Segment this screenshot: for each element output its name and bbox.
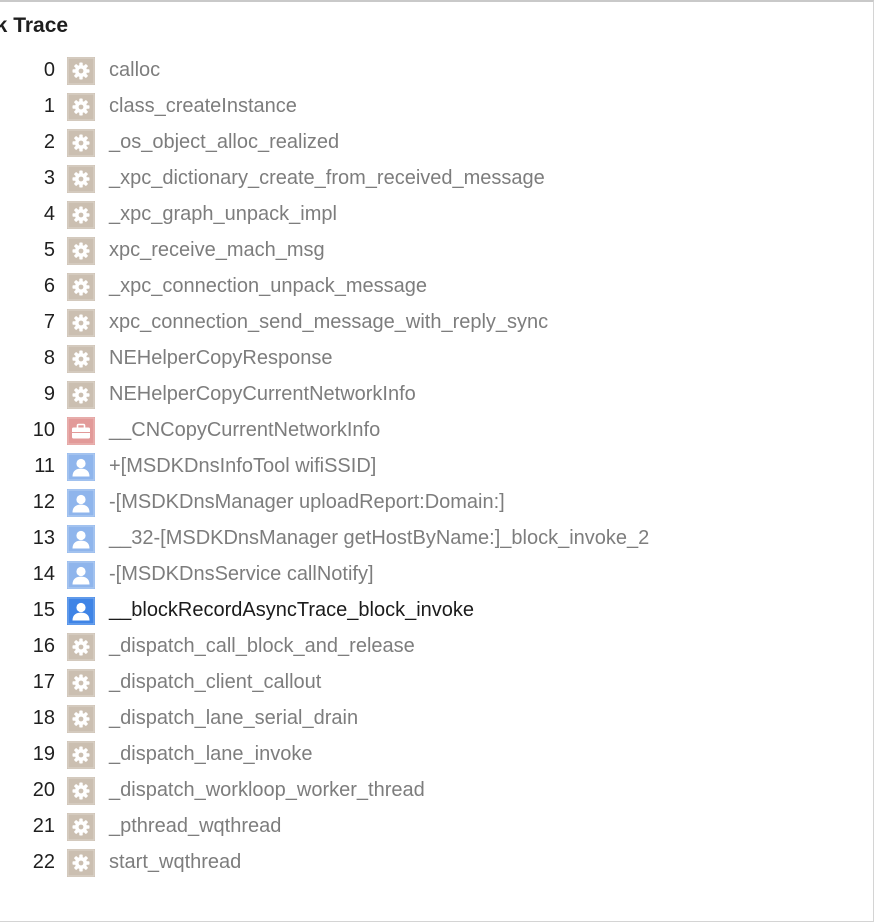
- frame-index: 17: [32, 671, 55, 693]
- frame-symbol: __blockRecordAsyncTrace_block_invoke: [109, 599, 474, 621]
- frame-symbol: class_createInstance: [109, 95, 297, 117]
- gear-icon: [67, 273, 95, 301]
- panel-title: ck Trace: [0, 14, 69, 37]
- gear-icon: [67, 633, 95, 661]
- gear-icon: [67, 705, 95, 733]
- frame-symbol: _xpc_graph_unpack_impl: [109, 203, 337, 225]
- frame-symbol: NEHelperCopyCurrentNetworkInfo: [109, 383, 416, 405]
- stack-frame-row[interactable]: 20 _dispatch_workloop_worker_thread: [0, 773, 873, 809]
- stack-frame-row[interactable]: 7 xpc_connection_send_message_with_reply_…: [0, 305, 873, 341]
- briefcase-icon: [67, 417, 95, 445]
- frame-symbol: xpc_connection_send_message_with_reply_s…: [109, 311, 549, 333]
- stack-frame-row[interactable]: 3 _xpc_dictionary_create_from_received_me…: [0, 161, 873, 197]
- frame-index: 8: [43, 347, 55, 369]
- gear-icon: [67, 813, 95, 841]
- gear-icon: [67, 741, 95, 769]
- frame-symbol: _xpc_connection_unpack_message: [109, 275, 427, 297]
- gear-icon: [67, 237, 95, 265]
- frame-index: 21: [32, 815, 55, 837]
- stack-frame-row[interactable]: 18 _dispatch_lane_serial_drain: [0, 701, 873, 737]
- stack-frame-row[interactable]: 13 __32-[MSDKDnsManager getHostByName:]_b…: [0, 521, 873, 557]
- stack-frame-row[interactable]: 21 _pthread_wqthread: [0, 809, 873, 845]
- frame-symbol: _pthread_wqthread: [109, 815, 282, 837]
- frame-index: 1: [43, 95, 55, 117]
- user-icon: [67, 597, 95, 625]
- stack-frame-list: 0 calloc 1 class_createInstance 2 _os_object_…: [0, 53, 873, 881]
- frame-symbol: __CNCopyCurrentNetworkInfo: [109, 419, 381, 441]
- stack-frame-row[interactable]: 6 _xpc_connection_unpack_message: [0, 269, 873, 305]
- gear-icon: [67, 309, 95, 337]
- frame-symbol: xpc_receive_mach_msg: [109, 239, 325, 261]
- user-icon: [67, 489, 95, 517]
- frame-symbol: __32-[MSDKDnsManager getHostByName:]_blo…: [109, 527, 650, 549]
- stack-frame-row[interactable]: 17 _dispatch_client_callout: [0, 665, 873, 701]
- stack-frame-row[interactable]: 16 _dispatch_call_block_and_release: [0, 629, 873, 665]
- gear-icon: [67, 93, 95, 121]
- frame-symbol: _dispatch_lane_invoke: [109, 743, 313, 765]
- frame-index: 15: [32, 599, 55, 621]
- stack-frame-row[interactable]: 19 _dispatch_lane_invoke: [0, 737, 873, 773]
- stack-frame-row[interactable]: 12 -[MSDKDnsManager uploadReport:Domain:]: [0, 485, 873, 521]
- stack-frame-row[interactable]: 2 _os_object_alloc_realized: [0, 125, 873, 161]
- frame-symbol: _dispatch_call_block_and_release: [109, 635, 415, 657]
- frame-index: 10: [32, 419, 55, 441]
- frame-index: 6: [43, 275, 55, 297]
- frame-symbol: NEHelperCopyResponse: [109, 347, 333, 369]
- frame-index: 12: [32, 491, 55, 513]
- frame-symbol: _dispatch_workloop_worker_thread: [109, 779, 425, 801]
- frame-index: 20: [32, 779, 55, 801]
- frame-index: 4: [43, 203, 55, 225]
- gear-icon: [67, 201, 95, 229]
- frame-index: 9: [43, 383, 55, 405]
- frame-symbol: _dispatch_client_callout: [109, 671, 322, 693]
- frame-symbol: _xpc_dictionary_create_from_received_mes…: [109, 167, 545, 189]
- gear-icon: [67, 849, 95, 877]
- gear-icon: [67, 345, 95, 373]
- gear-icon: [67, 165, 95, 193]
- frame-index: 19: [32, 743, 55, 765]
- stack-frame-row[interactable]: 5 xpc_receive_mach_msg: [0, 233, 873, 269]
- gear-icon: [67, 57, 95, 85]
- frame-symbol: calloc: [109, 59, 161, 81]
- frame-index: 5: [43, 239, 55, 261]
- frame-index: 16: [32, 635, 55, 657]
- stack-frame-row[interactable]: 1 class_createInstance: [0, 89, 873, 125]
- frame-index: 7: [43, 311, 55, 333]
- gear-icon: [67, 129, 95, 157]
- gear-icon: [67, 381, 95, 409]
- gear-icon: [67, 669, 95, 697]
- stack-frame-row[interactable]: 4 _xpc_graph_unpack_impl: [0, 197, 873, 233]
- frame-index: 14: [32, 563, 55, 585]
- frame-index: 11: [34, 455, 55, 477]
- frame-index: 13: [32, 527, 55, 549]
- user-icon: [67, 453, 95, 481]
- frame-symbol: _os_object_alloc_realized: [109, 131, 340, 153]
- frame-index: 3: [43, 167, 55, 189]
- stack-frame-row[interactable]: 8 NEHelperCopyResponse: [0, 341, 873, 377]
- frame-index: 22: [32, 851, 55, 873]
- stack-frame-row[interactable]: 15 __blockRecordAsyncTrace_block_invoke: [0, 593, 873, 629]
- stack-frame-row[interactable]: 14 -[MSDKDnsService callNotify]: [0, 557, 873, 593]
- frame-symbol: -[MSDKDnsManager uploadReport:Domain:]: [109, 491, 505, 513]
- frame-symbol: _dispatch_lane_serial_drain: [109, 707, 359, 729]
- stack-frame-row[interactable]: 22 start_wqthread: [0, 845, 873, 881]
- frame-symbol: start_wqthread: [109, 851, 242, 873]
- frame-symbol: -[MSDKDnsService callNotify]: [109, 563, 374, 585]
- frame-index: 0: [43, 59, 55, 81]
- gear-icon: [67, 777, 95, 805]
- stack-frame-row[interactable]: 0 calloc: [0, 53, 873, 89]
- stack-frame-row[interactable]: 9 NEHelperCopyCurrentNetworkInfo: [0, 377, 873, 413]
- user-icon: [67, 525, 95, 553]
- user-icon: [67, 561, 95, 589]
- stack-frame-row[interactable]: 11 +[MSDKDnsInfoTool wifiSSID]: [0, 449, 873, 485]
- stack-frame-row[interactable]: 10 __CNCopyCurrentNetworkInfo: [0, 413, 873, 449]
- frame-index: 2: [43, 131, 55, 153]
- frame-symbol: +[MSDKDnsInfoTool wifiSSID]: [109, 455, 377, 477]
- frame-index: 18: [32, 707, 55, 729]
